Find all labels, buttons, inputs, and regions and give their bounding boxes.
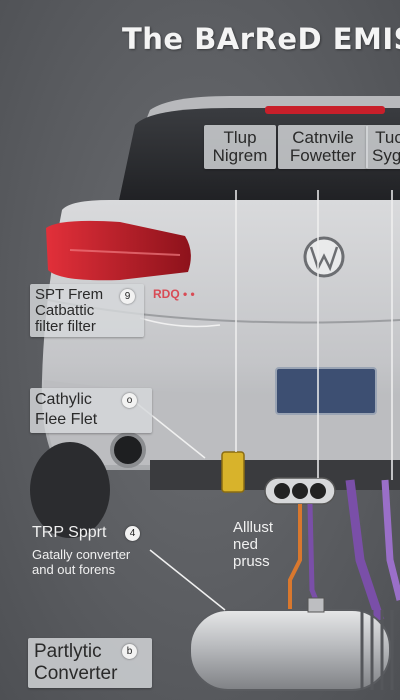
leader-lines [134,190,393,611]
plate-text: RDQ • • [153,287,195,301]
badge-icon: b [122,644,137,659]
exhaust-tip [110,432,146,468]
tail-light [46,220,191,281]
label-line: Flee Flet [35,410,98,428]
pipe-label-line3: pruss [233,553,270,570]
badge-icon: 4 [125,526,140,541]
label-top-2: Catnvile Fowetter [278,125,368,169]
label-side-3-line2: Gatally converter [32,547,131,562]
label-line: Catbattic [35,301,95,319]
badge-icon: 9 [120,289,135,304]
label-line: filter filter [35,317,96,335]
converter-bellows [360,610,394,690]
pipe-label-line1: Alllust [233,519,274,536]
label-line: Catnvile [292,128,354,147]
pipe-label-line2: ned [233,536,259,553]
label-line: Cathylic [35,391,92,408]
label-line: Fowetter [289,145,357,165]
label-line: Tlup [223,128,257,147]
label-line: SPT Frem [35,286,104,303]
muffler-canister [221,451,245,493]
brake-light [265,106,385,114]
label-line: Nigrem [212,145,268,165]
label-line: Tuc [375,128,400,147]
label-line: Converter [34,662,118,684]
pipe-purple-3 [381,479,400,601]
diagram-title: The BArReD EMIS [122,22,400,56]
wheel [30,442,110,538]
label-line: Sygt [372,145,400,165]
badge-icon: o [122,393,137,408]
label-side-3-line3: and out forens [32,562,116,577]
pipe-purple-2 [345,479,385,622]
label-side-3-title: TRP Spprt [32,524,107,541]
catalytic-converter [189,609,391,691]
label-top-1: Tlup Nigrem [204,125,276,169]
license-plate [275,367,377,415]
label-top-3: Tuc Sygt [366,125,400,169]
pipe-purple-1 [307,503,323,611]
label-line: Partlytic [34,641,102,662]
